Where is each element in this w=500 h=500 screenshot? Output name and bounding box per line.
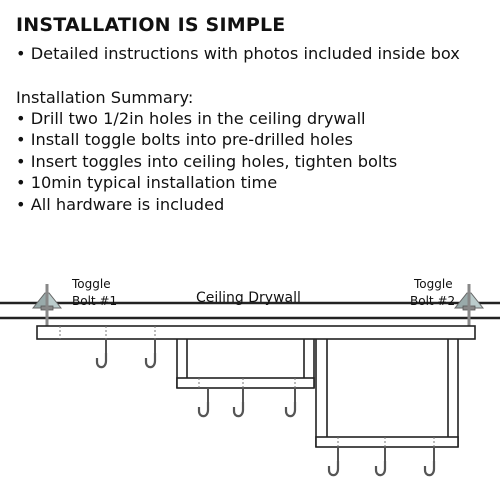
page-title: INSTALLATION IS SIMPLE [16,14,286,36]
summary-item-install: Install toggle bolts into pre-drilled ho… [16,129,397,150]
hook-icon [197,386,210,418]
summary-item-time: 10min typical installation time [16,172,397,193]
toggle-bolt-2-label-line1: Toggle [413,277,453,291]
summary-item-drill: Drill two 1/2in holes in the ceiling dry… [16,108,397,129]
bottom-rail-frame [315,339,459,448]
summary-item-insert: Insert toggles into ceiling holes, tight… [16,151,398,172]
hook-icon [423,445,436,477]
hook-icon [327,445,340,477]
toggle-bolt-2-label-line2: Bolt #2 [410,294,455,308]
toggle-bolt-1-label-line2: Bolt #1 [72,294,117,308]
intro-list: Detailed instructions with photos includ… [16,43,460,64]
summary-heading: Installation Summary: [16,88,194,107]
hook-icon [144,337,157,369]
hook-icon [374,445,387,477]
summary-list: Drill two 1/2in holes in the ceiling dry… [16,108,398,215]
summary-item-hardware: All hardware is included [16,194,397,215]
toggle-bolt-2-icon [453,284,485,332]
intro-item: Detailed instructions with photos includ… [16,43,460,64]
top-rail [36,325,476,340]
ceiling-drywall-label: Ceiling Drywall [196,290,301,306]
installation-diagram: Ceiling Drywall Toggle Bolt #1 Toggle Bo… [0,277,500,477]
toggle-bolt-1-icon [31,284,63,332]
middle-rail-frame [176,339,315,389]
toggle-bolt-1-label-line1: Toggle [71,277,111,291]
hook-icon [284,386,297,418]
hook-icon [232,386,245,418]
hook-icon [95,337,108,369]
ceiling-drywall [0,301,500,320]
